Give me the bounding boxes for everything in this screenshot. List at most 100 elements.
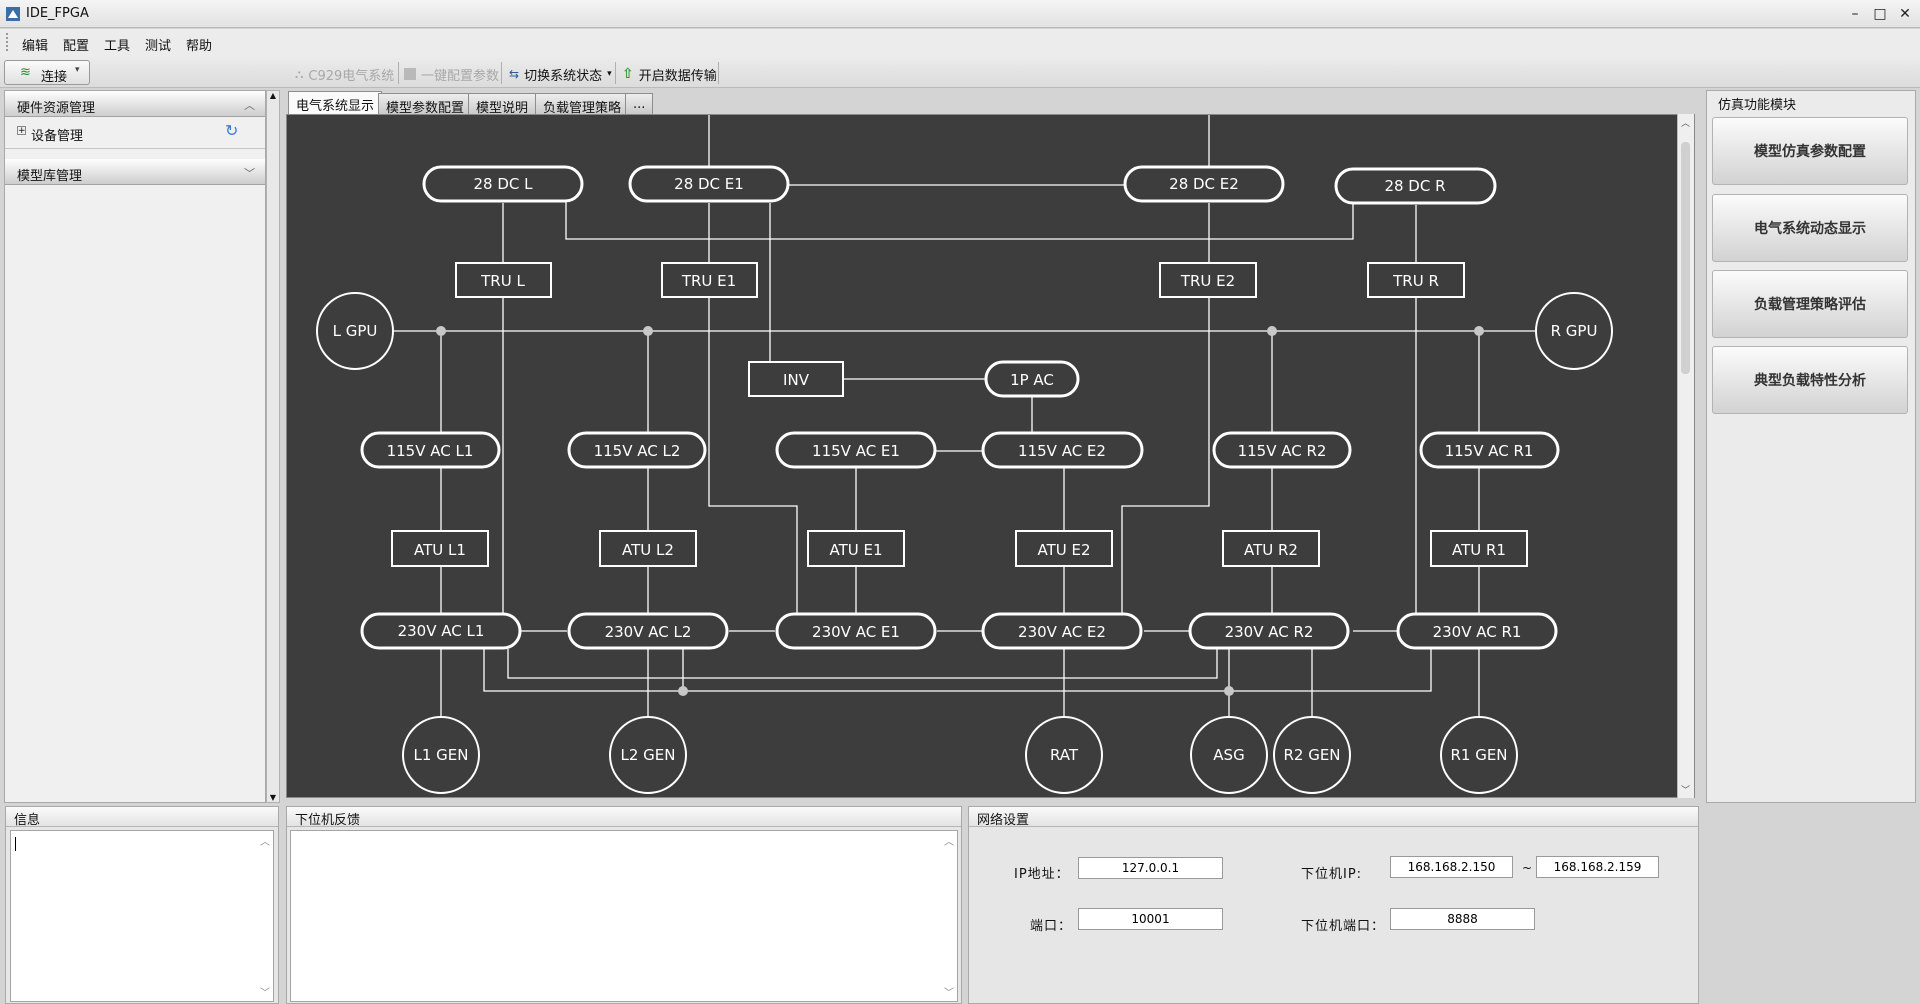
hardware-section-header[interactable]: 硬件资源管理 ︿ (5, 91, 265, 117)
scroll-up-icon[interactable]: ▲ (269, 91, 277, 100)
dc-r-label: 28 DC R (1384, 177, 1445, 195)
115v-ac-e2-label: 115V AC E2 (1018, 442, 1106, 460)
left-scrollbar[interactable]: ▲ ▼ (266, 90, 280, 803)
tab-model-params[interactable]: 模型参数配置 (378, 93, 473, 116)
230v-ac-r2-label: 230V AC R2 (1225, 623, 1314, 641)
hardware-section-title: 硬件资源管理 (17, 101, 96, 116)
scroll-up-icon[interactable]: ︿ (260, 837, 270, 848)
refresh-icon[interactable]: ↻ (225, 121, 239, 140)
switch-state-label: 切换系统状态 (524, 68, 603, 84)
menu-config[interactable]: 配置 (63, 39, 90, 54)
inv-label: INV (783, 371, 810, 389)
connect-dropdown-icon[interactable]: ▾ (75, 65, 80, 75)
port-label: 端口： (1030, 919, 1073, 934)
230v-ac-l1-label: 230V AC L1 (398, 622, 485, 640)
network-tree-icon: ⛬ (295, 66, 304, 81)
port-input[interactable] (1078, 908, 1223, 930)
close-button[interactable]: ✕ (1899, 6, 1911, 22)
system-button[interactable]: ⛬ C929电气系统 (295, 64, 394, 84)
tab-model-description[interactable]: 模型说明 (468, 93, 537, 116)
expand-icon[interactable]: + (17, 126, 26, 136)
maximize-button[interactable]: □ (1873, 6, 1887, 22)
115v-ac-r1-label: 115V AC R1 (1445, 442, 1534, 460)
tab-load-strategy[interactable]: 负载管理策略 (535, 93, 630, 116)
start-transfer-label: 开启数据传输 (638, 68, 717, 84)
atu-e1-label: ATU E1 (829, 541, 882, 559)
toolbar-separator (615, 62, 616, 84)
lower-ip-end-input[interactable] (1536, 856, 1659, 878)
l1-gen-label: L1 GEN (414, 746, 469, 764)
arrow-up-icon: ⇧ (622, 66, 634, 82)
atu-r1-label: ATU R1 (1452, 541, 1506, 559)
dc-l-label: 28 DC L (473, 175, 533, 193)
dc-e1-label: 28 DC E1 (674, 175, 744, 193)
lower-ip-start-input[interactable] (1390, 856, 1513, 878)
scroll-down-icon[interactable]: ﹀ (1681, 786, 1691, 796)
115v-ac-l2-label: 115V AC L2 (594, 442, 681, 460)
electrical-diagram: 28 DC L 28 DC E1 28 DC E2 28 DC R TRU L … (286, 114, 1695, 798)
switch-state-button[interactable]: ⇆ 切换系统状态 ▾ (509, 64, 612, 84)
model-section-header[interactable]: 模型库管理 ﹀ (5, 159, 265, 185)
app-icon (6, 7, 20, 21)
atu-e2-label: ATU E2 (1037, 541, 1090, 559)
tru-e1-label: TRU E1 (681, 272, 736, 290)
scroll-down-icon[interactable]: ﹀ (260, 988, 270, 999)
info-textarea[interactable]: ︿ ﹀ (10, 830, 274, 1002)
menu-help[interactable]: 帮助 (186, 39, 213, 54)
dynamic-display-button[interactable]: 电气系统动态显示 (1712, 194, 1908, 262)
load-strategy-eval-button[interactable]: 负载管理策略评估 (1712, 270, 1908, 338)
switch-icon: ⇆ (509, 67, 520, 81)
config-icon (404, 68, 416, 80)
scroll-up-icon[interactable]: ︿ (944, 837, 954, 848)
info-panel: 信息 ︿ ﹀ (5, 806, 279, 1004)
device-item-row[interactable]: + 设备管理 ↻ (5, 117, 265, 149)
config-params-button[interactable]: 一键配置参数 (404, 64, 499, 84)
network-panel-title: 网络设置 (969, 807, 1698, 828)
lower-port-input[interactable] (1390, 908, 1535, 930)
system-label: C929电气系统 (308, 68, 395, 84)
lower-port-label: 下位机端口： (1301, 919, 1386, 934)
230v-ac-e1-label: 230V AC E1 (812, 623, 900, 641)
r2-gen-label: R2 GEN (1283, 746, 1340, 764)
scroll-up-icon[interactable]: ︿ (1681, 119, 1691, 129)
scroll-down-icon[interactable]: ﹀ (944, 988, 954, 999)
tru-l-label: TRU L (480, 272, 525, 290)
l-gpu-label: L GPU (333, 322, 378, 340)
minimize-button[interactable]: – (1851, 6, 1859, 22)
load-analysis-button[interactable]: 典型负载特性分析 (1712, 346, 1908, 414)
connect-button[interactable]: ≋ 连接 ▾ (4, 60, 90, 85)
connect-label: 连接 (41, 70, 68, 85)
start-transfer-button[interactable]: ⇧ 开启数据传输 (622, 64, 717, 84)
lower-ip-label: 下位机IP: (1301, 867, 1363, 882)
tab-more[interactable]: ... (625, 93, 654, 115)
toolbar-separator (718, 62, 719, 84)
menu-tools[interactable]: 工具 (104, 39, 131, 54)
tru-r-label: TRU R (1392, 272, 1439, 290)
toolbar (0, 56, 1920, 88)
r1-gen-label: R1 GEN (1450, 746, 1507, 764)
1p-ac-label: 1P AC (1010, 371, 1054, 389)
menu-edit[interactable]: 编辑 (22, 39, 49, 54)
feedback-textarea[interactable]: ︿ ﹀ (290, 830, 958, 1002)
title-bar (0, 0, 1920, 28)
config-params-label: 一键配置参数 (421, 68, 500, 84)
menu-test[interactable]: 测试 (145, 39, 172, 54)
chevron-up-icon[interactable]: ︿ (244, 99, 255, 112)
230v-ac-r1-label: 230V AC R1 (1433, 623, 1522, 641)
network-panel: 网络设置 IP地址： 下位机IP: ~ 端口： 下位机端口： (968, 806, 1699, 1004)
toolbar-separator (501, 62, 502, 84)
left-panel: 硬件资源管理 ︿ + 设备管理 ↻ 模型库管理 ﹀ (4, 90, 266, 803)
tab-electrical-display[interactable]: 电气系统显示 (288, 91, 383, 115)
chevron-down-icon[interactable]: ﹀ (244, 167, 255, 180)
scroll-thumb[interactable] (1681, 142, 1690, 374)
230v-ac-l2-label: 230V AC L2 (605, 623, 692, 641)
ip-input[interactable] (1078, 857, 1223, 879)
toolbar-separator (398, 62, 399, 84)
dc-e2-label: 28 DC E2 (1169, 175, 1239, 193)
model-sim-config-button[interactable]: 模型仿真参数配置 (1712, 117, 1908, 185)
menu-grip-icon (6, 33, 10, 51)
atu-l1-label: ATU L1 (414, 541, 466, 559)
diagram-scrollbar[interactable]: ︿ ﹀ (1677, 114, 1694, 798)
scroll-down-icon[interactable]: ▼ (269, 793, 277, 802)
atu-r2-label: ATU R2 (1244, 541, 1298, 559)
